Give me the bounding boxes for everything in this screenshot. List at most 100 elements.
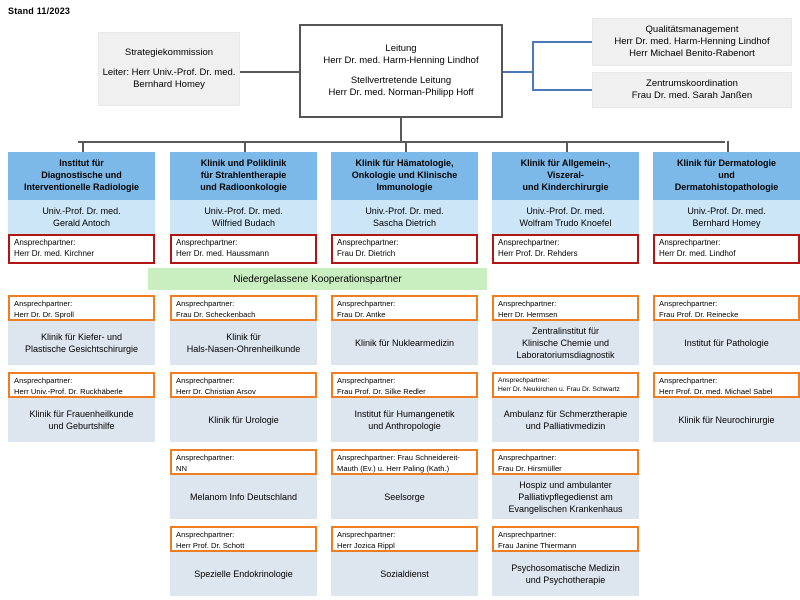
contact-line: Ansprechpartner: xyxy=(498,377,550,384)
partner-contact-16[interactable]: Ansprechpartner:Frau Janine Thiermann xyxy=(492,526,639,552)
contact-line: Ansprechpartner: xyxy=(14,238,76,247)
partner-contact-7[interactable]: Ansprechpartner:Herr Dr. Christian Arsov xyxy=(170,372,317,398)
text-line: Gerald Antoch xyxy=(52,218,111,228)
contact-line: Frau Dr. Antke xyxy=(337,309,386,319)
text-line: Klinik für Dermatologie xyxy=(676,158,776,169)
department-drop-3 xyxy=(404,141,407,152)
connector-to-coordination xyxy=(532,89,592,91)
department-title-3: Klinik für Hämatologie,Onkologie und Kli… xyxy=(331,152,478,200)
partner-contact-12[interactable]: Ansprechpartner: Frau Schneidereit-Mauth… xyxy=(331,449,478,475)
text-line: und xyxy=(718,170,735,181)
contact-line: Ansprechpartner: xyxy=(498,238,560,247)
text-line: Klinik für Kiefer- und xyxy=(40,331,123,342)
partner-contact-2[interactable]: Ansprechpartner:Frau Dr. Scheckenbach xyxy=(170,295,317,321)
partner-name-12: Seelsorge xyxy=(331,475,478,519)
contact-line: Herr Prof. Dr. Schott xyxy=(176,540,245,550)
text-line: Herr Dr. med. Norman-Philipp Hoff xyxy=(328,87,474,99)
contact-line: Ansprechpartner: xyxy=(498,453,557,462)
text-line: und Kinderchirurgie xyxy=(522,181,609,192)
text-line: Klinik für Nuklearmedizin xyxy=(354,337,455,348)
text-line: Hospiz und ambulanter xyxy=(519,479,612,490)
department-drop-2 xyxy=(243,141,246,152)
text-line: Institut für Humangenetik xyxy=(354,408,455,419)
contact-line: Herr Dr. med. Haussmann xyxy=(176,248,269,258)
text-line: Spezielle Endokrinologie xyxy=(194,568,293,579)
text-line: Klinik für Hämatologie, xyxy=(355,158,454,169)
text-line: Evangelischen Krankenhaus xyxy=(508,504,623,515)
text-line: und Radioonkologie xyxy=(200,181,287,192)
text-line: Diagnostische und xyxy=(41,170,122,181)
contact-line: Herr Dr. Christian Arsov xyxy=(176,386,256,396)
partner-name-7: Klinik für Urologie xyxy=(170,398,317,442)
partner-contact-13[interactable]: Ansprechpartner:Frau Dr. Hirsmüller xyxy=(492,449,639,475)
text-line: Zentralinstitut für xyxy=(531,325,600,336)
partner-contact-5[interactable]: Ansprechpartner:Frau Prof. Dr. Reinecke xyxy=(653,295,800,321)
partner-contact-6[interactable]: Ansprechpartner:Herr Univ.-Prof. Dr. Ruc… xyxy=(8,372,155,398)
partner-contact-14[interactable]: Ansprechpartner:Herr Prof. Dr. Schott xyxy=(170,526,317,552)
contact-line: Ansprechpartner: xyxy=(659,299,718,308)
contact-line: Herr Dr. Neukirchen u. Frau Dr. Schwartz xyxy=(498,386,620,394)
text-line: Leiter: Herr Univ.-Prof. Dr. med. xyxy=(102,66,236,78)
text-line: Klinik für xyxy=(226,331,261,342)
text-line: und Psychotherapie xyxy=(525,575,606,585)
contact-line: Herr Dr. Hermsen xyxy=(498,309,558,319)
text-line: und Palliativmedizin xyxy=(525,421,606,431)
department-drop-4 xyxy=(565,141,568,152)
department-contact-1[interactable]: Ansprechpartner:Herr Dr. med. Kirchner xyxy=(8,234,155,264)
partner-contact-11[interactable]: Ansprechpartner:NN xyxy=(170,449,317,475)
text-line: Frau Dr. med. Sarah Janßen xyxy=(631,90,753,101)
text-line: Klinik für Allgemein-, xyxy=(520,158,611,169)
partner-contact-3[interactable]: Ansprechpartner:Frau Dr. Antke xyxy=(331,295,478,321)
contact-line: Frau Dr. Dietrich xyxy=(337,248,396,258)
text-line: Bernhard Homey xyxy=(692,218,761,228)
text-line: Sozialdienst xyxy=(380,568,429,579)
partner-contact-9[interactable]: Ansprechpartner: Herr Dr. Neukirchen u. F… xyxy=(492,372,639,398)
text-line: Qualitätsmanagement xyxy=(645,23,739,35)
text-line: Herr Dr. med. Harm-Henning Lindhof xyxy=(614,35,770,47)
contact-line: Herr Prof. Dr. Rehders xyxy=(498,248,578,258)
department-contact-4[interactable]: Ansprechpartner:Herr Prof. Dr. Rehders xyxy=(492,234,639,264)
text-line: Stellvertretende Leitung xyxy=(350,75,452,86)
connector-to-quality xyxy=(532,41,592,43)
department-contact-5[interactable]: Ansprechpartner:Herr Dr. med. Lindhof xyxy=(653,234,800,264)
partner-contact-4[interactable]: Ansprechpartner:Herr Dr. Hermsen xyxy=(492,295,639,321)
partner-contact-10[interactable]: Ansprechpartner:Herr Prof. Dr. med. Mich… xyxy=(653,372,800,398)
partner-name-15: Sozialdienst xyxy=(331,552,478,596)
text-line: Viszeral- xyxy=(547,170,584,181)
contact-line: Mauth (Ev.) u. Herr Paling (Kath.) xyxy=(337,463,450,473)
text-line: Univ.-Prof. Dr. med. xyxy=(526,205,605,216)
partner-contact-8[interactable]: Ansprechpartner:Frau Prof. Dr. Silke Red… xyxy=(331,372,478,398)
text-line: Dermatohistopathologie xyxy=(674,181,779,192)
department-contact-3[interactable]: Ansprechpartner:Frau Dr. Dietrich xyxy=(331,234,478,264)
contact-line: Ansprechpartner: xyxy=(14,299,73,308)
contact-line: Ansprechpartner: Frau Schneidereit- xyxy=(337,453,460,462)
kooperationspartner-banner: Niedergelassene Kooperationspartner xyxy=(148,268,487,290)
contact-line: NN xyxy=(176,463,187,473)
contact-line: Frau Janine Thiermann xyxy=(498,540,577,550)
contact-line: Frau Dr. Hirsmüller xyxy=(498,463,562,473)
text-line: Leitung xyxy=(385,42,417,54)
department-contact-2[interactable]: Ansprechpartner:Herr Dr. med. Haussmann xyxy=(170,234,317,264)
partner-name-3: Klinik für Nuklearmedizin xyxy=(331,321,478,365)
contact-line: Frau Prof. Dr. Silke Redler xyxy=(337,386,426,396)
partner-contact-1[interactable]: Ansprechpartner:Herr Dr. Dr. Sproll xyxy=(8,295,155,321)
partner-contact-15[interactable]: Ansprechpartner:Herr Jozica Rippl xyxy=(331,526,478,552)
connector-department-bus xyxy=(78,141,725,143)
text-line: Herr Michael Benito-Rabenort xyxy=(629,48,755,60)
partner-name-11: Melanom Info Deutschland xyxy=(170,475,317,519)
text-line: Sascha Dietrich xyxy=(372,218,437,228)
partner-name-10: Klinik für Neurochirurgie xyxy=(653,398,800,442)
